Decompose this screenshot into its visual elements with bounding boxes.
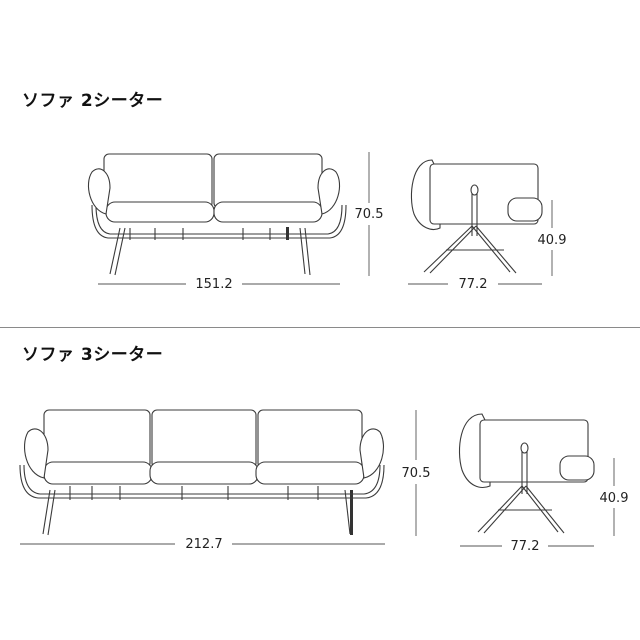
sofa-3-width-label: 212.7 — [185, 537, 222, 552]
sofa-2-seater-title: ソファ 2シーター — [22, 91, 164, 111]
sofa-2-depth-label: 77.2 — [459, 277, 488, 292]
sofa-3-seater-title: ソファ 3シーター — [22, 345, 164, 365]
sofa-2-height-label: 70.5 — [355, 207, 384, 222]
sofa-2-height-dimension: 70.5 — [355, 152, 384, 276]
sofa-2-depth-dimension: 77.2 — [408, 277, 542, 292]
sofa-2-front-view — [88, 153, 347, 276]
sofa-3-seat-height-label: 40.9 — [600, 491, 629, 506]
sofa-3-width-dimension: 212.7 — [20, 537, 385, 552]
sofa-3-depth-label: 77.2 — [511, 539, 540, 554]
section-divider — [0, 327, 640, 328]
sofa-2-width-label: 151.2 — [195, 277, 232, 292]
sofa-3-height-dimension: 70.5 — [402, 410, 431, 536]
sofa-3-seat-height-dimension: 40.9 — [600, 458, 629, 536]
sofa-3-front-view — [19, 409, 385, 536]
sofa-2-seat-height-label: 40.9 — [538, 233, 567, 248]
sofa-2-side-view — [410, 159, 543, 274]
sofa-3-side-view — [459, 413, 595, 534]
sofa-2-width-dimension: 151.2 — [98, 277, 340, 292]
sofa-2-seat-height-dimension: 40.9 — [538, 200, 567, 276]
sofa-3-depth-dimension: 77.2 — [460, 539, 594, 554]
sofa-3-height-label: 70.5 — [402, 466, 431, 481]
